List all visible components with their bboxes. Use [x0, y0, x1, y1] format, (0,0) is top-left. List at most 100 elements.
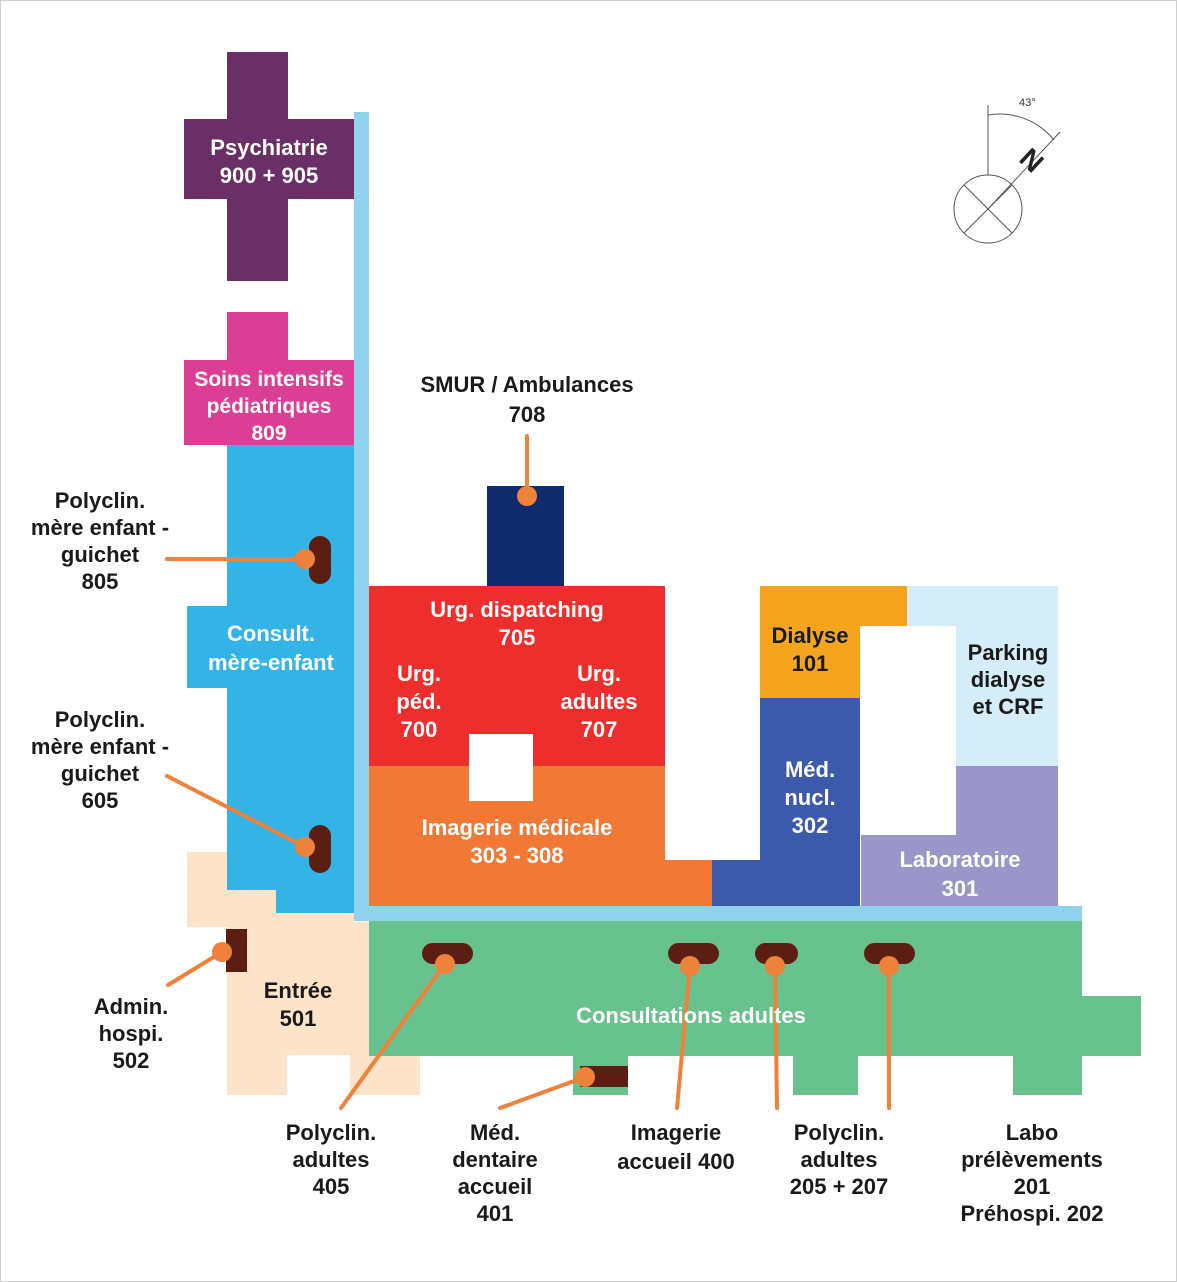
label-line: péd. [396, 689, 441, 714]
label-line: Méd. [785, 757, 835, 782]
parking-area[interactable] [907, 586, 1058, 766]
label-line: pédiatriques [207, 395, 332, 418]
label-line: adultes [560, 689, 637, 714]
label-line: Laboratoire [899, 847, 1020, 872]
label-consult-mere-enfant: Consult. mère-enfant [208, 621, 335, 675]
label-line: et CRF [973, 694, 1044, 719]
label-line: dialyse [971, 667, 1046, 692]
label-line: 700 [401, 717, 438, 742]
callout-admin-hospi: Admin.hospi.502 [94, 994, 169, 1073]
label-line: Imagerie [631, 1120, 722, 1145]
marker-400 [668, 943, 719, 964]
label-line: 101 [792, 651, 829, 676]
label-line: Urg. [577, 661, 621, 686]
label-line: 205 + 207 [790, 1174, 888, 1199]
label-line: mère-enfant [208, 650, 335, 675]
label-line: 301 [942, 876, 979, 901]
label-line: 809 [251, 422, 286, 445]
label-line: mère enfant - [31, 515, 169, 540]
label-line: Dialyse [771, 623, 848, 648]
corridor-vertical [354, 112, 369, 920]
entree-building[interactable] [187, 852, 420, 1095]
dialyse-building[interactable] [760, 586, 907, 698]
label-dialyse: Dialyse 101 [771, 623, 848, 676]
label-line: Entrée [264, 978, 332, 1003]
label-line: guichet [61, 761, 140, 786]
soins-intensifs-building[interactable] [184, 312, 354, 445]
label-line: 303 - 308 [471, 843, 564, 868]
label-imagerie: Imagerie médicale 303 - 308 [422, 815, 613, 868]
pointer-dots [212, 486, 899, 1087]
marker-405 [422, 943, 473, 964]
marker-201 [864, 943, 915, 964]
label-line: 201 [1014, 1174, 1051, 1199]
label-line: mère enfant - [31, 734, 169, 759]
marker-605 [309, 825, 331, 873]
counter-markers [226, 536, 915, 1087]
label-urg-adultes: Urg. adultes 707 [560, 661, 637, 742]
label-line: Polyclin. [286, 1120, 376, 1145]
label-line: adultes [800, 1147, 877, 1172]
marker-502 [226, 929, 247, 972]
label-line: Labo [1006, 1120, 1059, 1145]
label-line: 900 + 905 [220, 163, 318, 188]
urgences-building[interactable] [369, 586, 665, 766]
label-line: accueil 400 [617, 1149, 734, 1174]
label-line: 705 [499, 625, 536, 650]
label-psychiatrie: Psychiatrie 900 + 905 [210, 135, 327, 188]
label-urg-dispatching: Urg. dispatching 705 [430, 597, 604, 650]
marker-805 [309, 536, 331, 584]
label-line: dentaire [452, 1147, 538, 1172]
marker-205 [755, 943, 798, 964]
label-line: 708 [509, 402, 546, 427]
label-line: nucl. [784, 785, 835, 810]
corridor-horizontal [354, 906, 1082, 921]
imagerie-building[interactable] [369, 766, 712, 907]
label-consult-adultes: Consultations adultes [576, 1003, 806, 1028]
label-line: Polyclin. [55, 488, 145, 513]
label-line: Polyclin. [794, 1120, 884, 1145]
callout-imagerie-accueil: Imagerie accueil 400 [617, 1120, 734, 1174]
label-line: Parking [968, 640, 1049, 665]
label-line: adultes [292, 1147, 369, 1172]
label-line: Urg. dispatching [430, 597, 604, 622]
consult-adultes-building[interactable] [369, 920, 1141, 1095]
label-line: prélèvements [961, 1147, 1103, 1172]
label-line: Imagerie médicale [422, 815, 613, 840]
label-line: 401 [477, 1201, 514, 1226]
med-nucl-building[interactable] [712, 698, 860, 907]
label-line: accueil [458, 1174, 533, 1199]
label-urg-ped: Urg.péd.700 [396, 661, 441, 742]
label-line: 302 [792, 813, 829, 838]
label-line: Psychiatrie [210, 135, 327, 160]
laboratoire-building[interactable] [861, 766, 1058, 907]
label-line: Consult. [227, 621, 315, 646]
label-line: Préhospi. 202 [960, 1201, 1103, 1226]
label-line: 605 [82, 788, 119, 813]
label-line: Méd. [470, 1120, 520, 1145]
label-line: guichet [61, 542, 140, 567]
label-line: hospi. [99, 1021, 164, 1046]
psychiatrie-building[interactable] [184, 52, 354, 281]
pointer-lines [165, 434, 891, 1110]
callout-smur: SMUR / Ambulances 708 [420, 372, 633, 427]
label-line: 707 [581, 717, 618, 742]
label-line: 805 [82, 569, 119, 594]
label-line: SMUR / Ambulances [420, 372, 633, 397]
label-line: Consultations adultes [576, 1003, 806, 1028]
label-line: Polyclin. [55, 707, 145, 732]
compass-angle: 43° [1019, 97, 1036, 109]
label-line: Admin. [94, 994, 169, 1019]
label-line: 405 [313, 1174, 350, 1199]
label-laboratoire: Laboratoire 301 [899, 847, 1020, 901]
